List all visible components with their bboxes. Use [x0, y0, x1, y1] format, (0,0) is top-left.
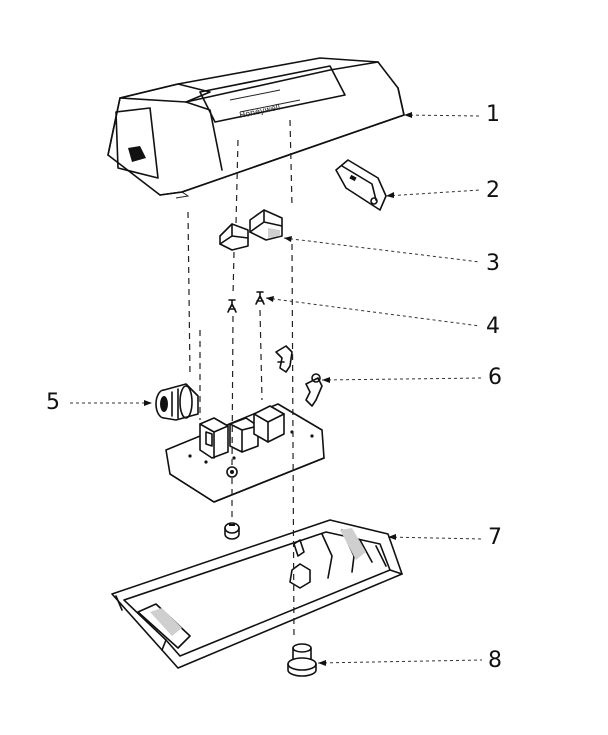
callout-3: 3 — [486, 251, 500, 276]
callout-8: 8 — [488, 648, 502, 673]
part-8-foot — [287, 643, 317, 677]
callout-4: 4 — [486, 314, 500, 339]
circuit-board — [165, 403, 325, 503]
leader-lines — [70, 112, 483, 666]
part-7-bottom-case — [111, 519, 403, 669]
callout-6: 6 — [488, 365, 502, 390]
assembly-lines — [187, 119, 295, 641]
part-5-jack — [155, 383, 199, 421]
part-4-pins — [227, 291, 265, 313]
pcb-screw — [224, 522, 240, 540]
part-3-switch-blocks — [219, 209, 283, 251]
callout-2: 2 — [486, 178, 500, 203]
part-1-top-housing: Honeywell — [107, 57, 405, 199]
callout-7: 7 — [488, 525, 502, 550]
callout-1: 1 — [486, 102, 500, 127]
callout-5: 5 — [46, 390, 60, 415]
part-2-clip — [335, 159, 387, 211]
part-6-terminals — [275, 345, 323, 407]
